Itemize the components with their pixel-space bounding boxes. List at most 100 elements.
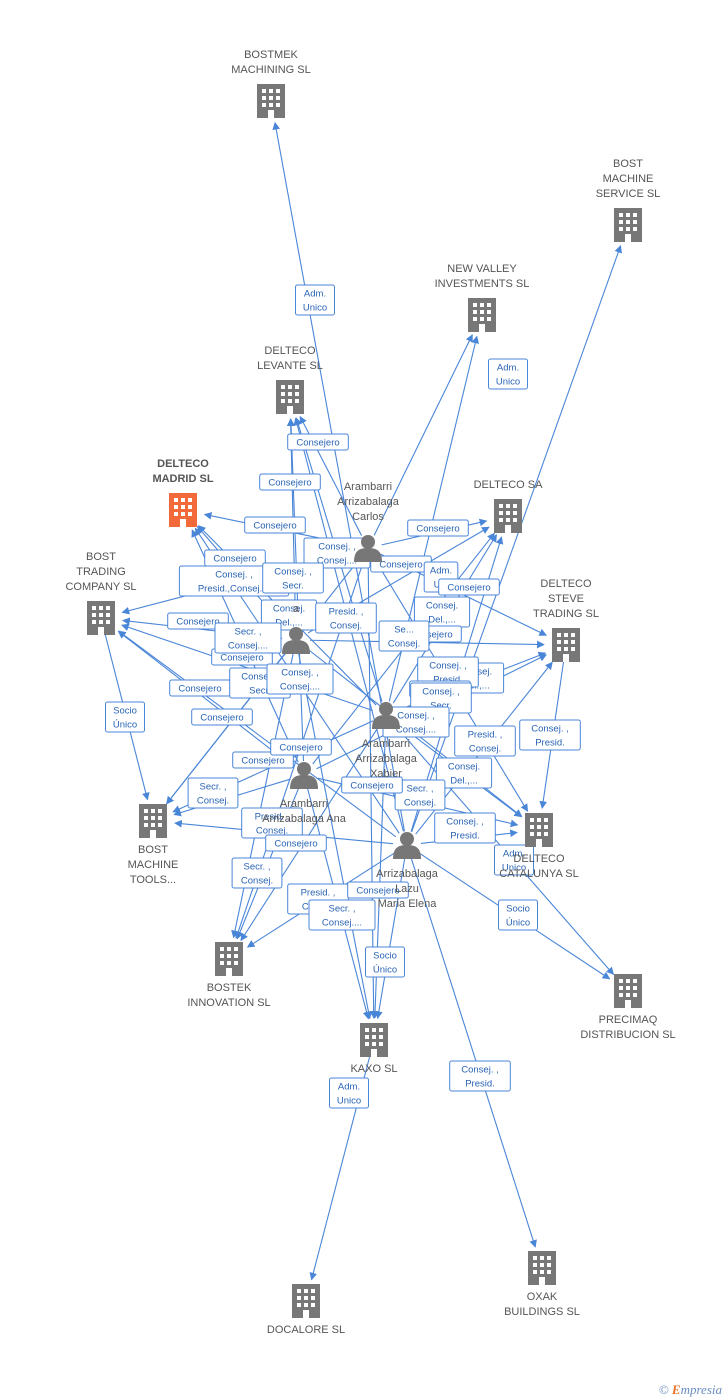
relation-label[interactable]: Consej.Del.,...	[413, 596, 471, 628]
relation-label-text: Adm.	[304, 289, 326, 300]
relation-label[interactable]: Secr. ,Consej.	[231, 857, 283, 889]
company-node-oxak[interactable]: OXAK BUILDINGS SL	[504, 1251, 580, 1318]
person-label-line: Maria Elena	[378, 898, 438, 910]
building-icon	[360, 1023, 388, 1057]
person-label-line: Arrizabalaga	[376, 868, 439, 880]
relation-label-text: Secr. ,	[235, 627, 262, 638]
relation-label[interactable]: Consej. ,Presid.	[449, 1060, 511, 1092]
relation-label[interactable]: Consejero	[347, 881, 409, 899]
relation-label[interactable]: Consej. ,Consej....	[266, 663, 334, 695]
relation-label-text: Consej.	[256, 826, 288, 837]
relation-label-text: Consejero	[379, 560, 422, 571]
relation-label[interactable]: Consejero	[270, 738, 332, 756]
relation-label-text: Presid. ,	[329, 607, 364, 618]
relation-label[interactable]: Consej. ,Secr.	[262, 562, 324, 594]
relation-label[interactable]: Se...Consej.	[378, 620, 430, 652]
company-node-deltecosa[interactable]: DELTECO SA	[474, 479, 544, 533]
building-icon	[292, 1284, 320, 1318]
relation-label[interactable]: Secr. ,Consej.	[187, 777, 239, 809]
relation-label[interactable]: Secr. , Consej.	[394, 779, 446, 811]
relation-label[interactable]: Secr. ,Consej....	[308, 899, 376, 931]
relation-label-text: Consejero	[176, 617, 219, 628]
relation-label-text: Consej. ,	[397, 711, 435, 722]
relation-label-text: Unico	[337, 1096, 361, 1107]
relation-label-text: Consej. ,	[429, 661, 467, 672]
company-label-line: BOST	[613, 158, 643, 170]
relation-label-box	[105, 701, 145, 733]
relation-label[interactable]: Consejero	[167, 612, 229, 630]
relation-label[interactable]: Secr. ,Consej....	[214, 622, 282, 654]
relation-label[interactable]: Consejero	[169, 679, 231, 697]
relation-label[interactable]: Consejero	[259, 473, 321, 491]
relation-label-text: Presid.,Consej....	[198, 584, 270, 595]
relation-label[interactable]: Consejero	[244, 516, 306, 534]
relation-label[interactable]: Adm.Unico	[329, 1077, 369, 1109]
relation-label[interactable]: Consejero	[191, 708, 253, 726]
relation-label[interactable]: Consejero	[287, 433, 349, 451]
relation-label[interactable]: Consejero	[438, 578, 500, 596]
relation-label[interactable]: Presid. ,Consej.	[315, 602, 377, 634]
edge-p2-to-bostek	[231, 653, 294, 939]
relation-label-box	[266, 663, 334, 695]
relation-label[interactable]: Adm. Unico	[295, 284, 335, 316]
relation-label-text: Secr. ,	[407, 784, 434, 795]
company-label-line: TRADING SL	[533, 608, 599, 620]
relation-label[interactable]: Consejero	[232, 751, 294, 769]
relation-label-text: Consejero	[447, 583, 490, 594]
relation-label-text: Consej.	[404, 798, 436, 809]
relation-label[interactable]: Presid. ,Consej.	[454, 725, 516, 757]
person-label-line: Xabier	[370, 768, 402, 780]
relation-label-box	[191, 708, 253, 726]
company-node-bost_tools[interactable]: BOSTMACHINETOOLS...	[128, 804, 179, 886]
relation-label[interactable]: Consej. ,Presid.	[519, 719, 581, 751]
company-node-kaxo[interactable]: KAXO SL	[350, 1023, 398, 1075]
relation-label[interactable]: Consejero	[341, 776, 403, 794]
relation-label[interactable]: Consej. ,Presid.	[417, 656, 479, 688]
company-node-docalore[interactable]: DOCALORE SL	[267, 1284, 345, 1336]
person-node-p2[interactable]: a	[282, 603, 310, 654]
relation-label[interactable]: Consej. ,Presid.	[434, 812, 496, 844]
relation-label-text: Consej. ,	[281, 668, 319, 679]
relation-label-text: Consej.	[388, 639, 420, 650]
relation-label[interactable]: Consejero	[265, 834, 327, 852]
company-label-line: DELTECO	[157, 458, 209, 470]
edge-elena-to-bost_trading	[118, 630, 397, 838]
relation-label-box	[315, 602, 377, 634]
company-label-line: INNOVATION SL	[187, 997, 270, 1009]
company-label-line: STEVE	[548, 593, 584, 605]
relation-label[interactable]: Adm.Unico	[488, 358, 528, 390]
relation-label-text: Socio	[113, 706, 137, 717]
relation-label-box	[270, 738, 332, 756]
relation-label[interactable]: Consejero	[204, 549, 266, 567]
company-label-line: LEVANTE SL	[257, 360, 323, 372]
relation-label[interactable]: Consejero	[407, 519, 469, 537]
person-label-line: Arrizabalaga	[355, 753, 418, 765]
relation-label-text: Unico	[303, 303, 327, 314]
relation-label[interactable]: Consej. ,Presid.,Consej....	[178, 565, 290, 597]
relation-label-text: Socio	[373, 951, 397, 962]
relation-label[interactable]: Consej.Del.,...	[435, 757, 493, 789]
company-label-line: BUILDINGS SL	[504, 1306, 580, 1318]
company-label-line: OXAK	[527, 1291, 558, 1303]
relation-label-text: Consejero	[253, 521, 296, 532]
relation-label[interactable]: Adm.Unico	[494, 844, 534, 876]
building-icon	[215, 942, 243, 976]
